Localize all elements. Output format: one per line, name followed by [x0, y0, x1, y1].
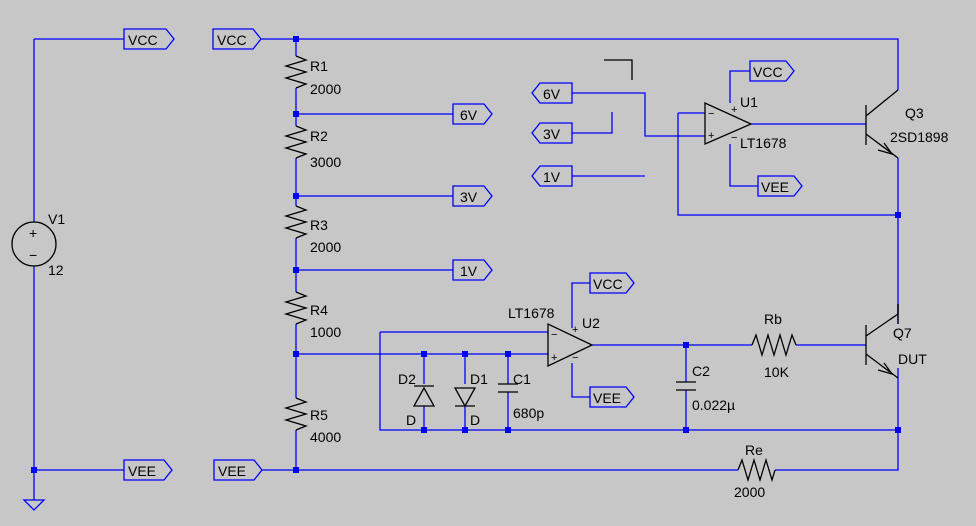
resistor-r4[interactable]: R4 1000: [283, 291, 341, 340]
svg-text:VCC: VCC: [753, 64, 783, 80]
net-flag-3v-select[interactable]: 3V: [531, 122, 573, 144]
vee-flag-u2[interactable]: VEE: [589, 386, 635, 408]
transistor-q7[interactable]: Q7 DUT: [865, 304, 927, 379]
source-branch: [22, 38, 124, 511]
svg-text:Q7: Q7: [893, 325, 912, 341]
net-flag-1v-tap[interactable]: 1V: [452, 259, 493, 281]
svg-text:1V: 1V: [543, 169, 561, 185]
vcc-flag-u1[interactable]: VCC: [749, 60, 795, 82]
svg-text:3V: 3V: [543, 126, 561, 142]
vee-flag-left[interactable]: VEE: [123, 459, 173, 481]
svg-text:0.022µ: 0.022µ: [692, 397, 735, 413]
svg-text:U2: U2: [582, 315, 600, 331]
v1-value: 12: [48, 262, 64, 278]
v1-name: V1: [48, 211, 65, 227]
resistor-r1[interactable]: R1 2000: [283, 55, 341, 97]
vcc-flag-u2[interactable]: VCC: [589, 272, 635, 294]
svg-text:R5: R5: [310, 407, 328, 423]
svg-text:VEE: VEE: [218, 463, 246, 479]
vee-flag-main[interactable]: VEE: [213, 459, 263, 481]
svg-text:+: +: [551, 352, 557, 364]
capacitor-c2[interactable]: C2 0.022µ: [676, 363, 735, 413]
svg-text:Re: Re: [745, 442, 763, 458]
svg-text:+: +: [708, 130, 714, 142]
svg-text:1V: 1V: [460, 263, 478, 279]
opamp-u1[interactable]: − + + − U1 LT1678: [704, 94, 787, 151]
svg-text:R3: R3: [310, 217, 328, 233]
svg-text:R4: R4: [310, 302, 328, 318]
svg-text:VCC: VCC: [128, 32, 158, 48]
vcc-flag-left[interactable]: VCC: [123, 28, 175, 50]
resistor-r2[interactable]: R2 3000: [283, 125, 341, 170]
svg-text:−: −: [708, 108, 714, 120]
net-flag-1v-select[interactable]: 1V: [531, 165, 573, 187]
svg-text:−: −: [572, 352, 578, 364]
resistor-re[interactable]: Re 2000: [734, 442, 776, 500]
svg-text:2000: 2000: [310, 239, 341, 255]
svg-text:D: D: [470, 412, 480, 428]
svg-text:1000: 1000: [310, 324, 341, 340]
svg-text:C2: C2: [692, 363, 710, 379]
svg-text:3V: 3V: [460, 189, 478, 205]
svg-text:2000: 2000: [734, 484, 765, 500]
svg-text:VCC: VCC: [593, 276, 623, 292]
svg-text:6V: 6V: [460, 107, 478, 123]
svg-text:LT1678: LT1678: [508, 305, 555, 321]
svg-text:C1: C1: [513, 371, 531, 387]
svg-text:R2: R2: [310, 128, 328, 144]
svg-text:VEE: VEE: [761, 179, 789, 195]
net-flag-3v-tap[interactable]: 3V: [452, 185, 493, 207]
svg-text:3000: 3000: [310, 154, 341, 170]
diode-d2[interactable]: D2 D: [398, 371, 436, 428]
svg-text:U1: U1: [740, 94, 758, 110]
voltage-source-v1[interactable]: + − V1 12: [11, 211, 65, 278]
v1-minus-sign: −: [29, 247, 37, 263]
svg-text:VEE: VEE: [128, 463, 156, 479]
svg-text:VEE: VEE: [593, 390, 621, 406]
svg-text:−: −: [551, 329, 557, 341]
svg-text:6V: 6V: [543, 86, 561, 102]
capacitor-c1[interactable]: C1 680p: [498, 371, 544, 421]
junction-dots: [293, 36, 901, 473]
net-flag-6v-select[interactable]: 6V: [531, 82, 573, 104]
svg-text:+: +: [572, 324, 578, 336]
svg-text:D2: D2: [398, 371, 416, 387]
svg-text:+: +: [731, 104, 737, 116]
resistor-rb[interactable]: Rb 10K: [751, 311, 797, 380]
svg-text:2SD1898: 2SD1898: [890, 129, 949, 145]
svg-text:DUT: DUT: [898, 351, 927, 367]
svg-text:−: −: [731, 132, 737, 144]
transistor-q3[interactable]: Q3 2SD1898: [865, 89, 949, 159]
svg-text:2000: 2000: [310, 81, 341, 97]
svg-text:Rb: Rb: [764, 311, 782, 327]
svg-text:D1: D1: [470, 371, 488, 387]
vcc-flag-main[interactable]: VCC: [212, 28, 262, 50]
v1-plus-sign: +: [29, 225, 37, 241]
net-flag-6v-tap[interactable]: 6V: [452, 103, 493, 125]
svg-text:Q3: Q3: [905, 105, 924, 121]
diode-d1[interactable]: D1 D: [453, 371, 488, 428]
svg-text:LT1678: LT1678: [740, 135, 787, 151]
svg-text:D: D: [406, 412, 416, 428]
opamp-u2[interactable]: − + + − U2 LT1678: [508, 305, 600, 368]
svg-text:680p: 680p: [513, 405, 544, 421]
main-wires: [261, 38, 899, 471]
resistor-r3[interactable]: R3 2000: [283, 205, 341, 255]
svg-text:10K: 10K: [764, 364, 790, 380]
resistor-r5[interactable]: R5 4000: [283, 397, 341, 445]
svg-text:4000: 4000: [310, 429, 341, 445]
vee-flag-u1[interactable]: VEE: [757, 175, 803, 197]
svg-text:VCC: VCC: [217, 32, 247, 48]
svg-text:R1: R1: [310, 58, 328, 74]
